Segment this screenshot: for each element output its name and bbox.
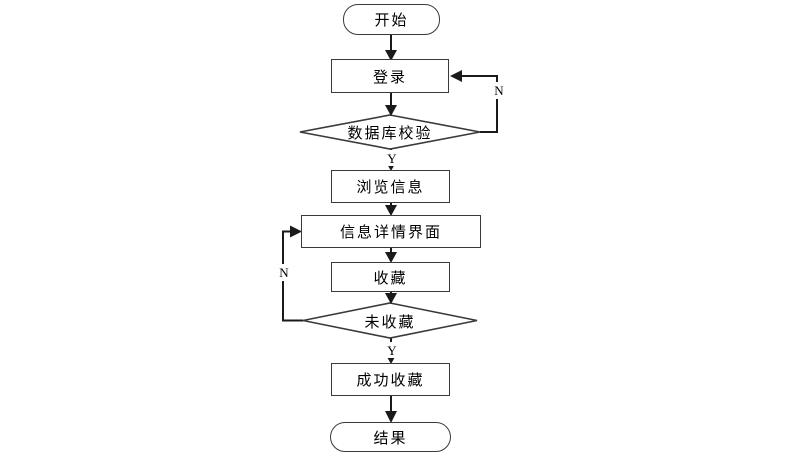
arrowhead — [290, 225, 302, 238]
node-favorite: 收藏 — [331, 262, 450, 292]
node-result-label: 结果 — [373, 430, 408, 447]
node-not-favorited-label: 未收藏 — [364, 314, 416, 331]
node-result: 结果 — [330, 422, 451, 452]
node-success: 成功收藏 — [331, 363, 450, 396]
node-browse: 浏览信息 — [331, 170, 450, 203]
arrowhead — [385, 50, 397, 61]
diamond-not-favorited — [302, 302, 478, 339]
node-success-label: 成功收藏 — [356, 373, 425, 389]
node-login: 登录 — [331, 59, 449, 93]
node-db-check-label: 数据库校验 — [347, 125, 433, 142]
node-start-label: 开始 — [374, 13, 409, 29]
node-not-favorited: 未收藏 — [303, 309, 477, 333]
node-db-check: 数据库校验 — [300, 120, 480, 144]
node-start: 开始 — [343, 4, 440, 35]
arrowhead — [385, 252, 397, 263]
node-login-label: 登录 — [372, 69, 407, 86]
branch-label-no: N — [489, 82, 509, 99]
branch-label-yes: Y — [381, 150, 403, 166]
node-favorite-label: 收藏 — [373, 270, 408, 287]
diamond-db-check — [299, 114, 481, 150]
arrowhead — [450, 70, 462, 82]
node-browse-label: 浏览信息 — [356, 180, 425, 196]
arrowhead — [385, 105, 397, 116]
arrowhead — [385, 293, 397, 304]
branch-label-no: N — [274, 264, 294, 281]
arrowhead — [387, 357, 395, 364]
arrowhead — [385, 205, 397, 216]
node-detail: 信息详情界面 — [301, 215, 481, 248]
arrowhead — [385, 411, 397, 423]
node-detail-label: 信息详情界面 — [339, 225, 442, 241]
branch-label-yes: Y — [381, 342, 403, 358]
edge-dbcheck-no-loop — [461, 75, 498, 133]
